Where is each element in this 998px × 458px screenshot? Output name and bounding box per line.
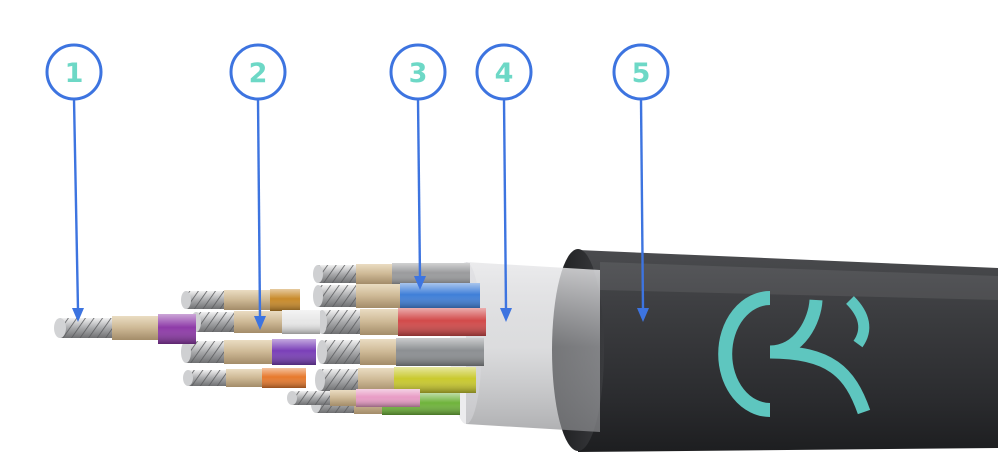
core-insulation-shine bbox=[400, 283, 480, 309]
core-fibre-wrap bbox=[360, 339, 396, 365]
front-conductor-strands bbox=[60, 318, 112, 338]
core-insulation-shine bbox=[398, 308, 486, 336]
core-conductor-strands bbox=[322, 340, 360, 364]
core-conductor-strands bbox=[186, 341, 224, 363]
core-conductor-tip bbox=[315, 369, 325, 391]
core-conductor-strands bbox=[196, 312, 234, 332]
core-fibre-wrap bbox=[226, 369, 262, 387]
core-conductor-strands bbox=[292, 391, 330, 405]
front-conductor bbox=[54, 314, 196, 344]
front-conductor-tip bbox=[54, 318, 66, 338]
core-9 bbox=[181, 339, 316, 365]
core-conductor-strands bbox=[318, 265, 356, 283]
callout-number: 2 bbox=[249, 58, 268, 89]
front-conductor-shine bbox=[158, 314, 196, 344]
callout-1: 1 bbox=[47, 45, 101, 322]
callout-number: 5 bbox=[632, 58, 651, 89]
core-conductor-tip bbox=[181, 291, 191, 309]
core-conductor-tip bbox=[313, 285, 323, 307]
front-conductor-wrap bbox=[112, 316, 158, 340]
callout-number: 1 bbox=[65, 58, 84, 89]
core-fibre-wrap bbox=[358, 368, 394, 392]
core-conductor-tip bbox=[317, 340, 327, 364]
core-insulation-shine bbox=[282, 310, 320, 334]
core-10 bbox=[183, 368, 306, 388]
core-insulation-shine bbox=[272, 339, 316, 365]
core-insulation-shine bbox=[396, 338, 484, 366]
core-insulation-shine bbox=[392, 263, 470, 285]
core-fibre-wrap bbox=[224, 290, 270, 310]
core-conductor-tip bbox=[313, 265, 323, 283]
core-3 bbox=[317, 308, 486, 336]
core-8 bbox=[191, 310, 320, 334]
core-1 bbox=[313, 263, 470, 285]
core-fibre-wrap bbox=[356, 284, 400, 308]
insulated-cores bbox=[181, 263, 486, 415]
callout-leader-line bbox=[74, 99, 78, 310]
callout-3: 3 bbox=[391, 45, 445, 290]
translucent-sheath bbox=[466, 262, 600, 432]
core-conductor-strands bbox=[322, 310, 360, 334]
core-7 bbox=[181, 289, 300, 311]
callout-number: 4 bbox=[495, 58, 514, 89]
core-11 bbox=[287, 389, 420, 407]
core-conductor-strands bbox=[188, 370, 226, 386]
core-fibre-wrap bbox=[330, 390, 356, 406]
core-fibre-wrap bbox=[224, 340, 272, 364]
core-insulation-shine bbox=[262, 368, 306, 388]
core-insulation-shine bbox=[356, 389, 420, 407]
callout-leader-line bbox=[258, 99, 260, 318]
core-conductor-tip bbox=[183, 370, 193, 386]
callout-number: 3 bbox=[409, 58, 428, 89]
core-2 bbox=[313, 283, 480, 309]
core-insulation-shine bbox=[270, 289, 300, 311]
core-fibre-wrap bbox=[360, 309, 398, 335]
core-conductor-tip bbox=[181, 341, 191, 363]
core-fibre-wrap bbox=[356, 264, 392, 284]
callout-2: 2 bbox=[231, 45, 285, 330]
core-conductor-strands bbox=[320, 369, 358, 391]
core-conductor-tip bbox=[287, 391, 297, 405]
core-4 bbox=[317, 338, 484, 366]
callout-leader-line bbox=[418, 99, 420, 278]
core-conductor-strands bbox=[186, 291, 224, 309]
core-conductor-strands bbox=[318, 285, 356, 307]
